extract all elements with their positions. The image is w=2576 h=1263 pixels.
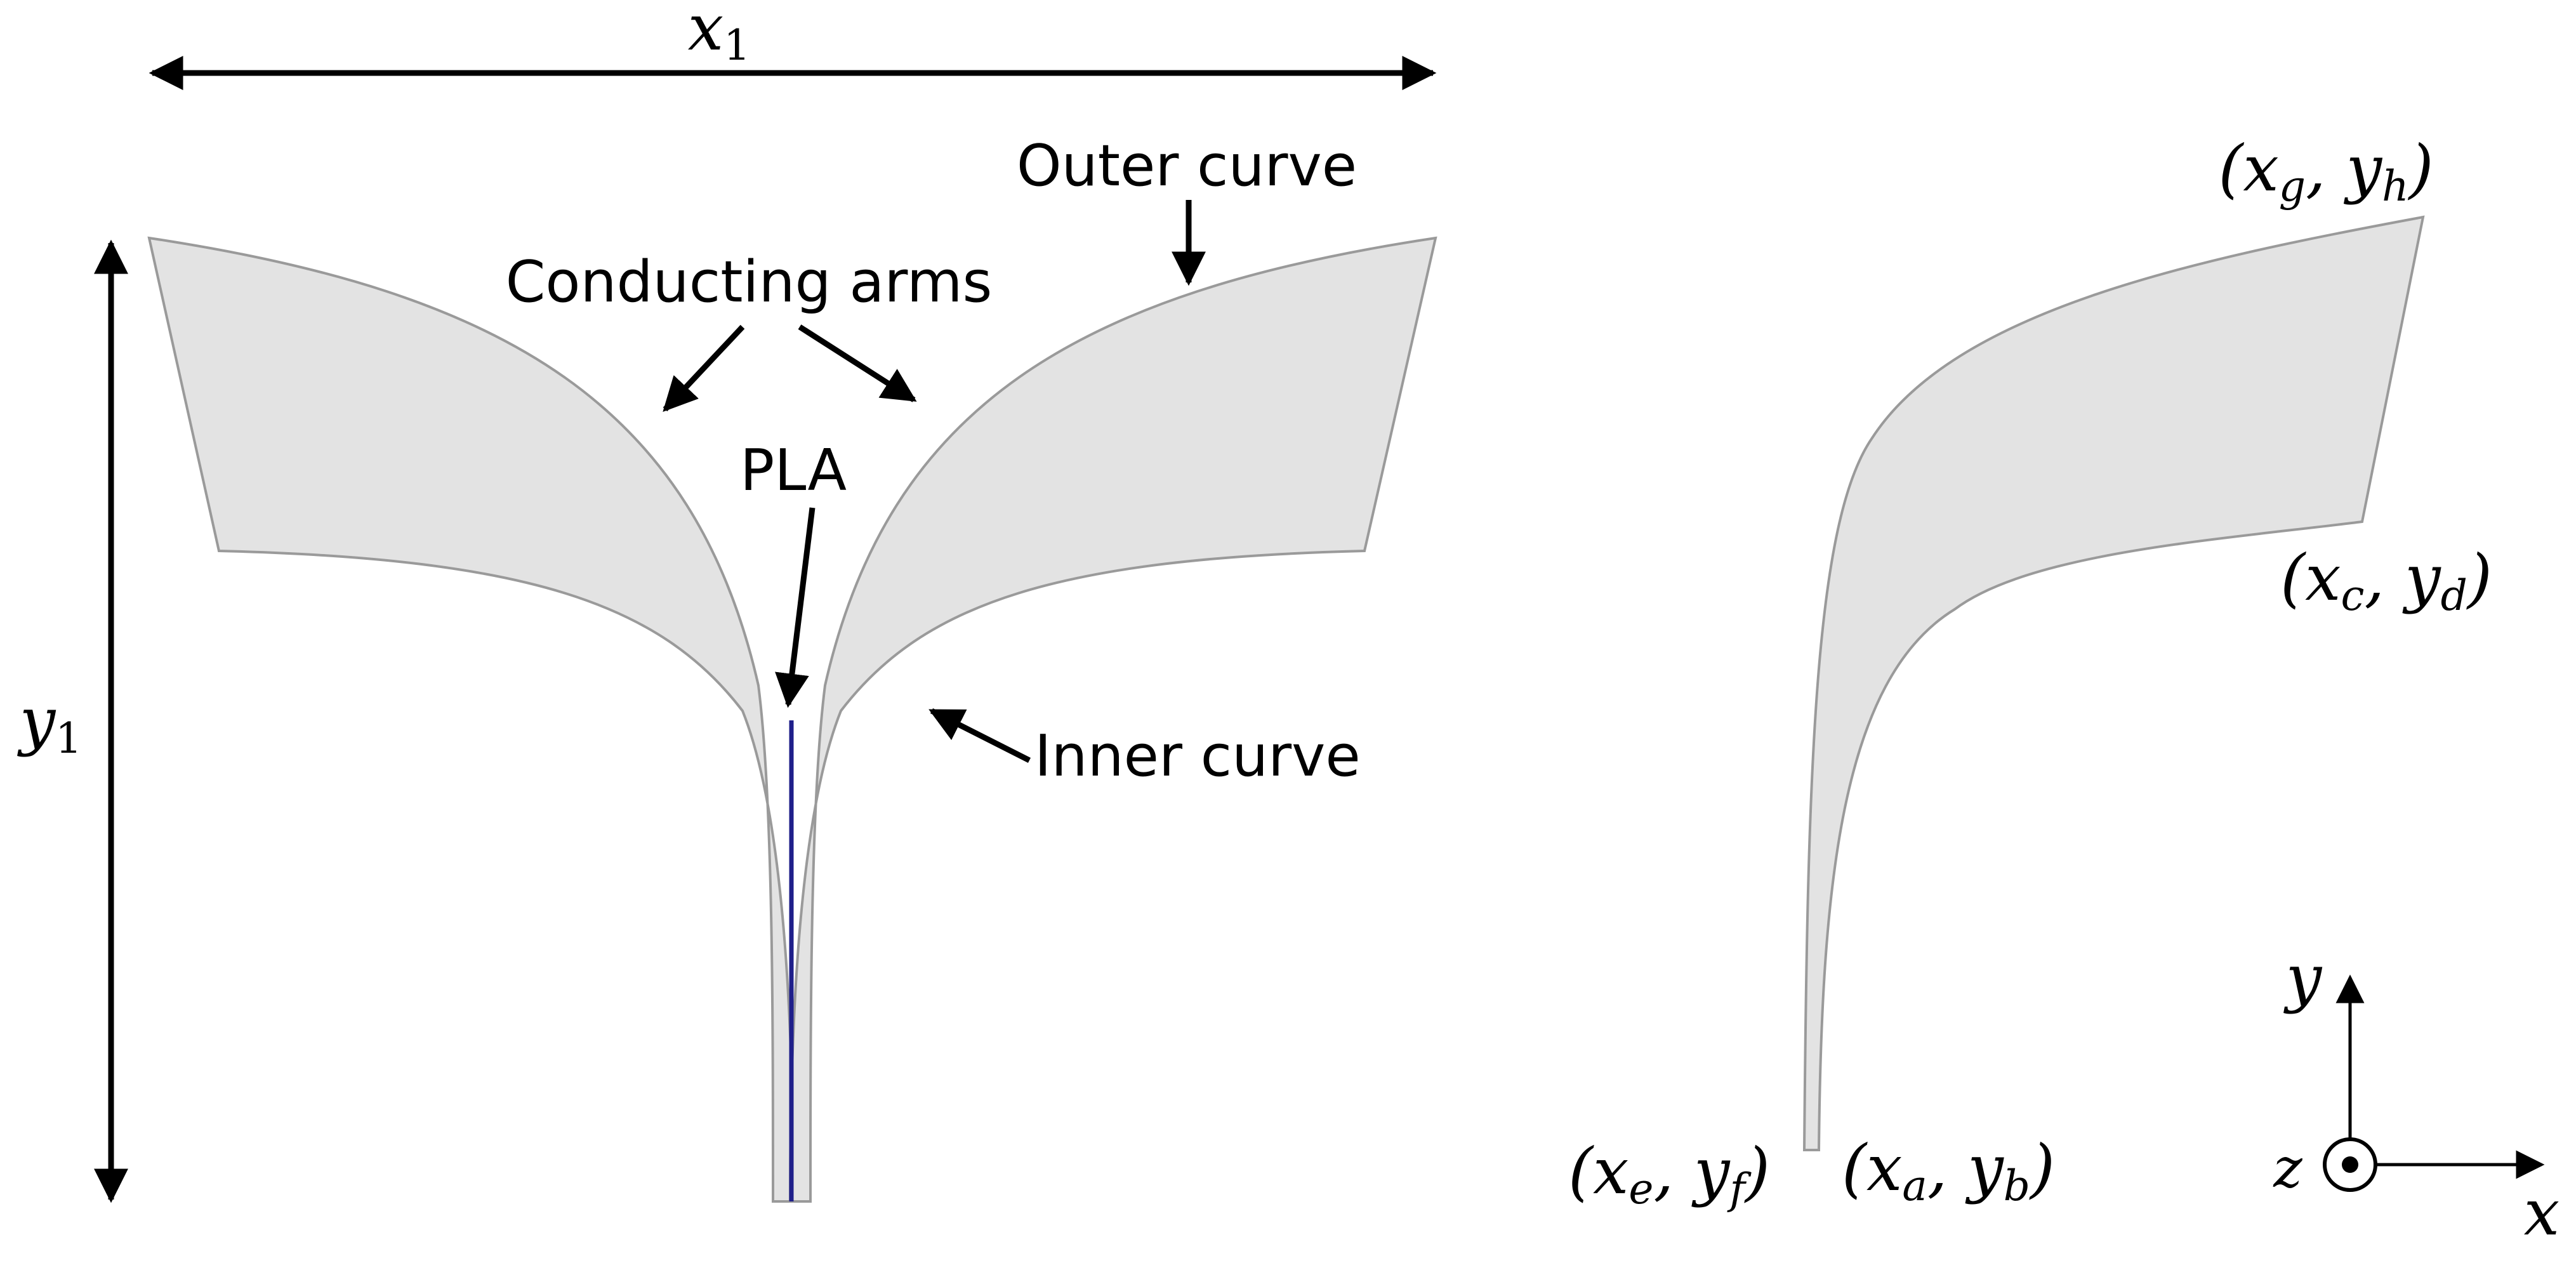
conducting-arms-label: Conducting arms bbox=[506, 249, 993, 315]
left-antenna bbox=[147, 236, 1437, 1203]
inner-curve-pointer bbox=[928, 708, 1031, 764]
conducting-arm-left bbox=[147, 236, 795, 1203]
z-axis-label: z bbox=[2273, 1137, 2302, 1200]
point-label-ab: (xa, yb) bbox=[1842, 1131, 2055, 1210]
coordinate-axes: y x z bbox=[2273, 941, 2559, 1250]
conducting-arm-right bbox=[788, 236, 1437, 1203]
pla-label: PLA bbox=[740, 437, 847, 504]
single-arm-detail bbox=[1802, 215, 2425, 1151]
point-label-ef: (xe, yf) bbox=[1568, 1134, 1770, 1213]
inner-curve-label: Inner curve bbox=[1034, 723, 1361, 790]
pla-pointer bbox=[775, 507, 816, 708]
y-axis-label: y bbox=[2283, 941, 2323, 1015]
height-dimension-label: y1 bbox=[17, 684, 83, 763]
conducting-arms-pointer-left bbox=[663, 324, 745, 412]
x-axis-label: x bbox=[2524, 1175, 2559, 1250]
point-label-gh: (xg, yh) bbox=[2218, 131, 2433, 211]
single-conducting-arm bbox=[1802, 215, 2425, 1151]
z-axis-dot bbox=[2342, 1156, 2358, 1173]
point-label-cd: (xc, yd) bbox=[2280, 541, 2492, 620]
width-dimension-label: x1 bbox=[688, 0, 750, 70]
conducting-arms-pointer-right bbox=[798, 324, 917, 402]
outer-curve-label: Outer curve bbox=[1017, 133, 1357, 199]
